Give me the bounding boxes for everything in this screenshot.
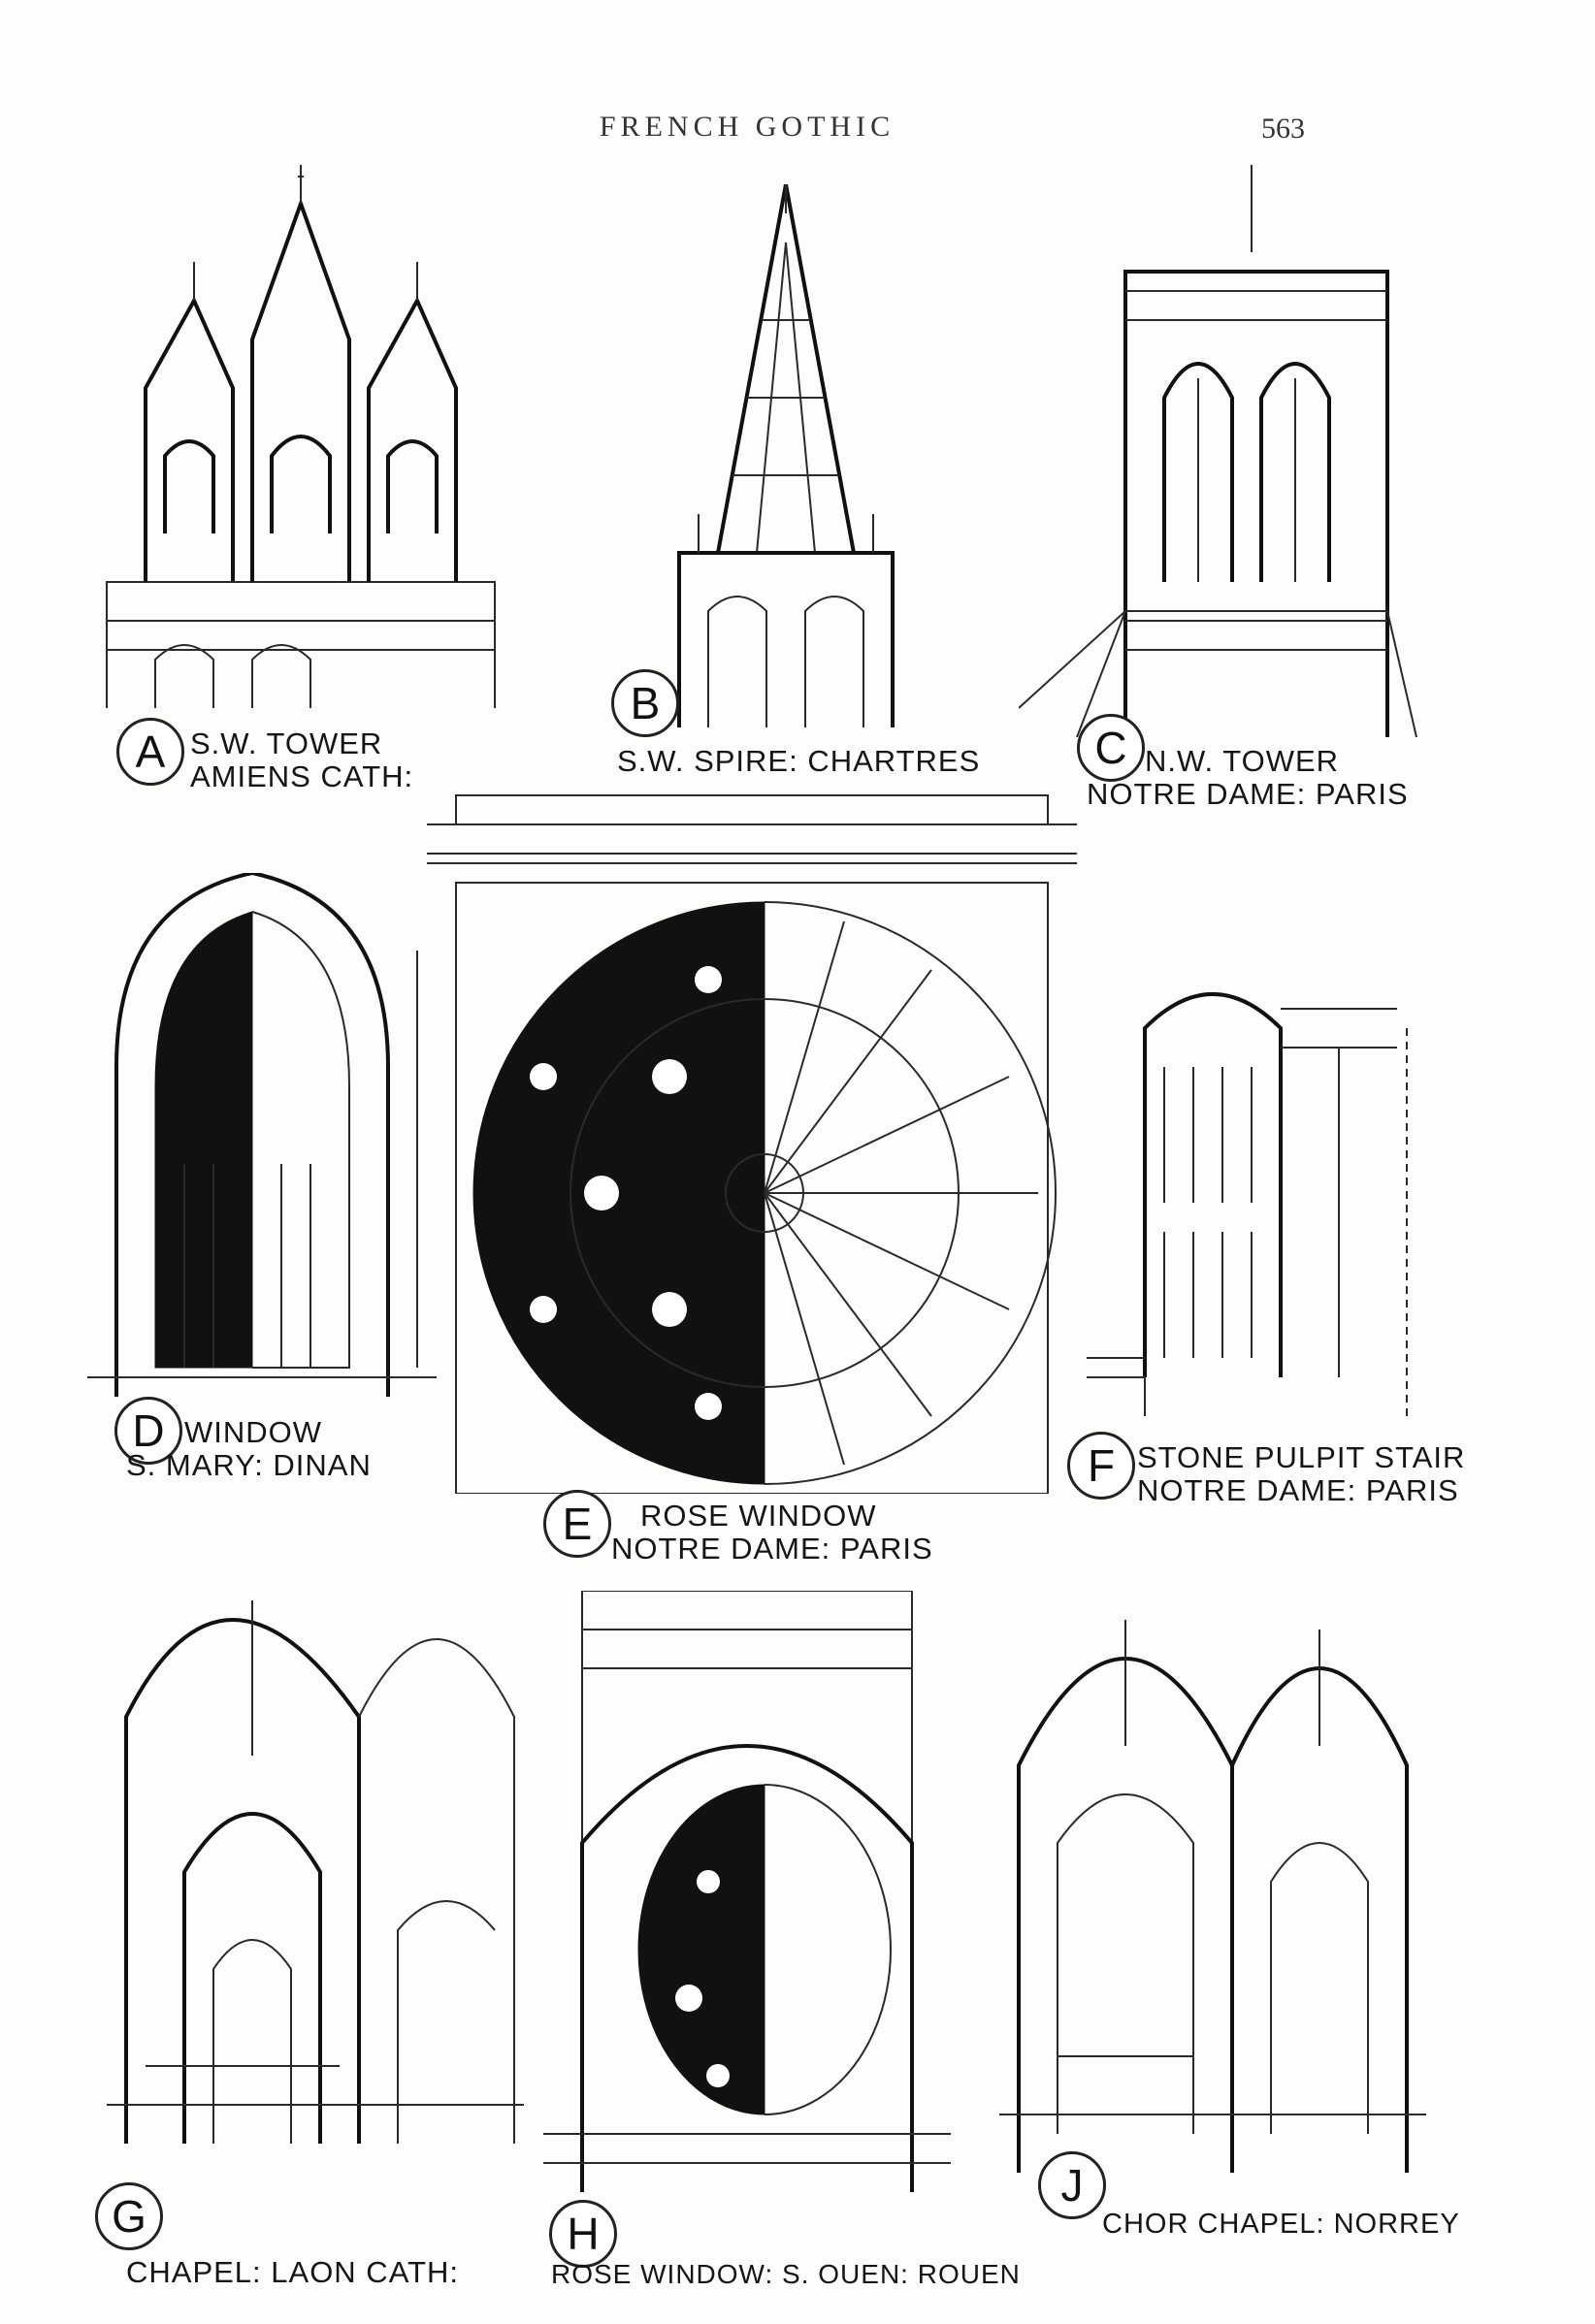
drawing-rose-window-notre-dame (427, 786, 1077, 1494)
drawing-window-dinan (87, 873, 437, 1397)
caption-b-line1: S.W. SPIRE: CHARTRES (617, 744, 981, 778)
caption-plate-f: STONE PULPIT STAIR NOTRE DAME: PARIS (1137, 1441, 1465, 1507)
caption-g-line1: CHAPEL: LAON CATH: (126, 2255, 460, 2289)
drawing-sw-tower-amiens (78, 165, 524, 708)
caption-d-line1: WINDOW (184, 1415, 323, 1449)
drawing-nw-tower-notre-dame (1019, 165, 1426, 737)
caption-plate-j: CHOR CHAPEL: NORREY (1102, 2208, 1460, 2241)
drawing-stone-pulpit-stair (1087, 912, 1416, 1416)
plate-letter-g: G (95, 2182, 163, 2250)
caption-plate-a: S.W. TOWER AMIENS CATH: (190, 727, 413, 793)
caption-h-line1: ROSE WINDOW: S. OUEN: ROUEN (551, 2259, 1021, 2289)
plate-letter-d: D (114, 1397, 182, 1465)
caption-f-line2: NOTRE DAME: PARIS (1137, 1473, 1459, 1507)
plate-letter-h: H (549, 2200, 617, 2268)
caption-plate-e: ROSE WINDOW NOTRE DAME: PARIS (611, 1500, 933, 1565)
caption-j-line1: CHOR CHAPEL: NORREY (1102, 2209, 1460, 2240)
caption-a-line2: AMIENS CATH: (190, 759, 414, 793)
plate-letter-e: E (543, 1490, 611, 1558)
plate-letter-a: A (116, 718, 184, 786)
drawing-chor-chapel-norrey (999, 1533, 1426, 2173)
caption-f-line1: STONE PULPIT STAIR (1137, 1440, 1466, 1474)
caption-plate-c: N.W. TOWER NOTRE DAME: PARIS (1087, 745, 1409, 811)
caption-e-line1: ROSE WINDOW (640, 1499, 877, 1533)
caption-plate-g: CHAPEL: LAON CATH: (126, 2256, 459, 2289)
plate-letter-b: B (611, 669, 679, 737)
caption-plate-d: WINDOW S. MARY: DINAN (126, 1416, 372, 1482)
plate-letter-c: C (1077, 714, 1145, 782)
caption-plate-h: ROSE WINDOW: S. OUEN: ROUEN (551, 2258, 1021, 2291)
drawing-sw-spire-chartres (640, 184, 931, 727)
caption-c-line2: NOTRE DAME: PARIS (1087, 777, 1409, 811)
drawing-rose-window-rouen (543, 1591, 951, 2192)
caption-a-line1: S.W. TOWER (190, 726, 383, 760)
caption-d-line2: S. MARY: DINAN (126, 1448, 372, 1482)
drawing-chapel-laon (107, 1523, 524, 2144)
caption-e-line2: NOTRE DAME: PARIS (611, 1532, 933, 1565)
caption-plate-b: S.W. SPIRE: CHARTRES (617, 745, 980, 778)
caption-c-line1: N.W. TOWER (1145, 744, 1340, 778)
plate-letter-f: F (1067, 1432, 1135, 1500)
page-number: 563 (1261, 113, 1305, 145)
plate-letter-j: J (1038, 2151, 1106, 2219)
page-header-title: FRENCH GOTHIC (599, 111, 895, 143)
